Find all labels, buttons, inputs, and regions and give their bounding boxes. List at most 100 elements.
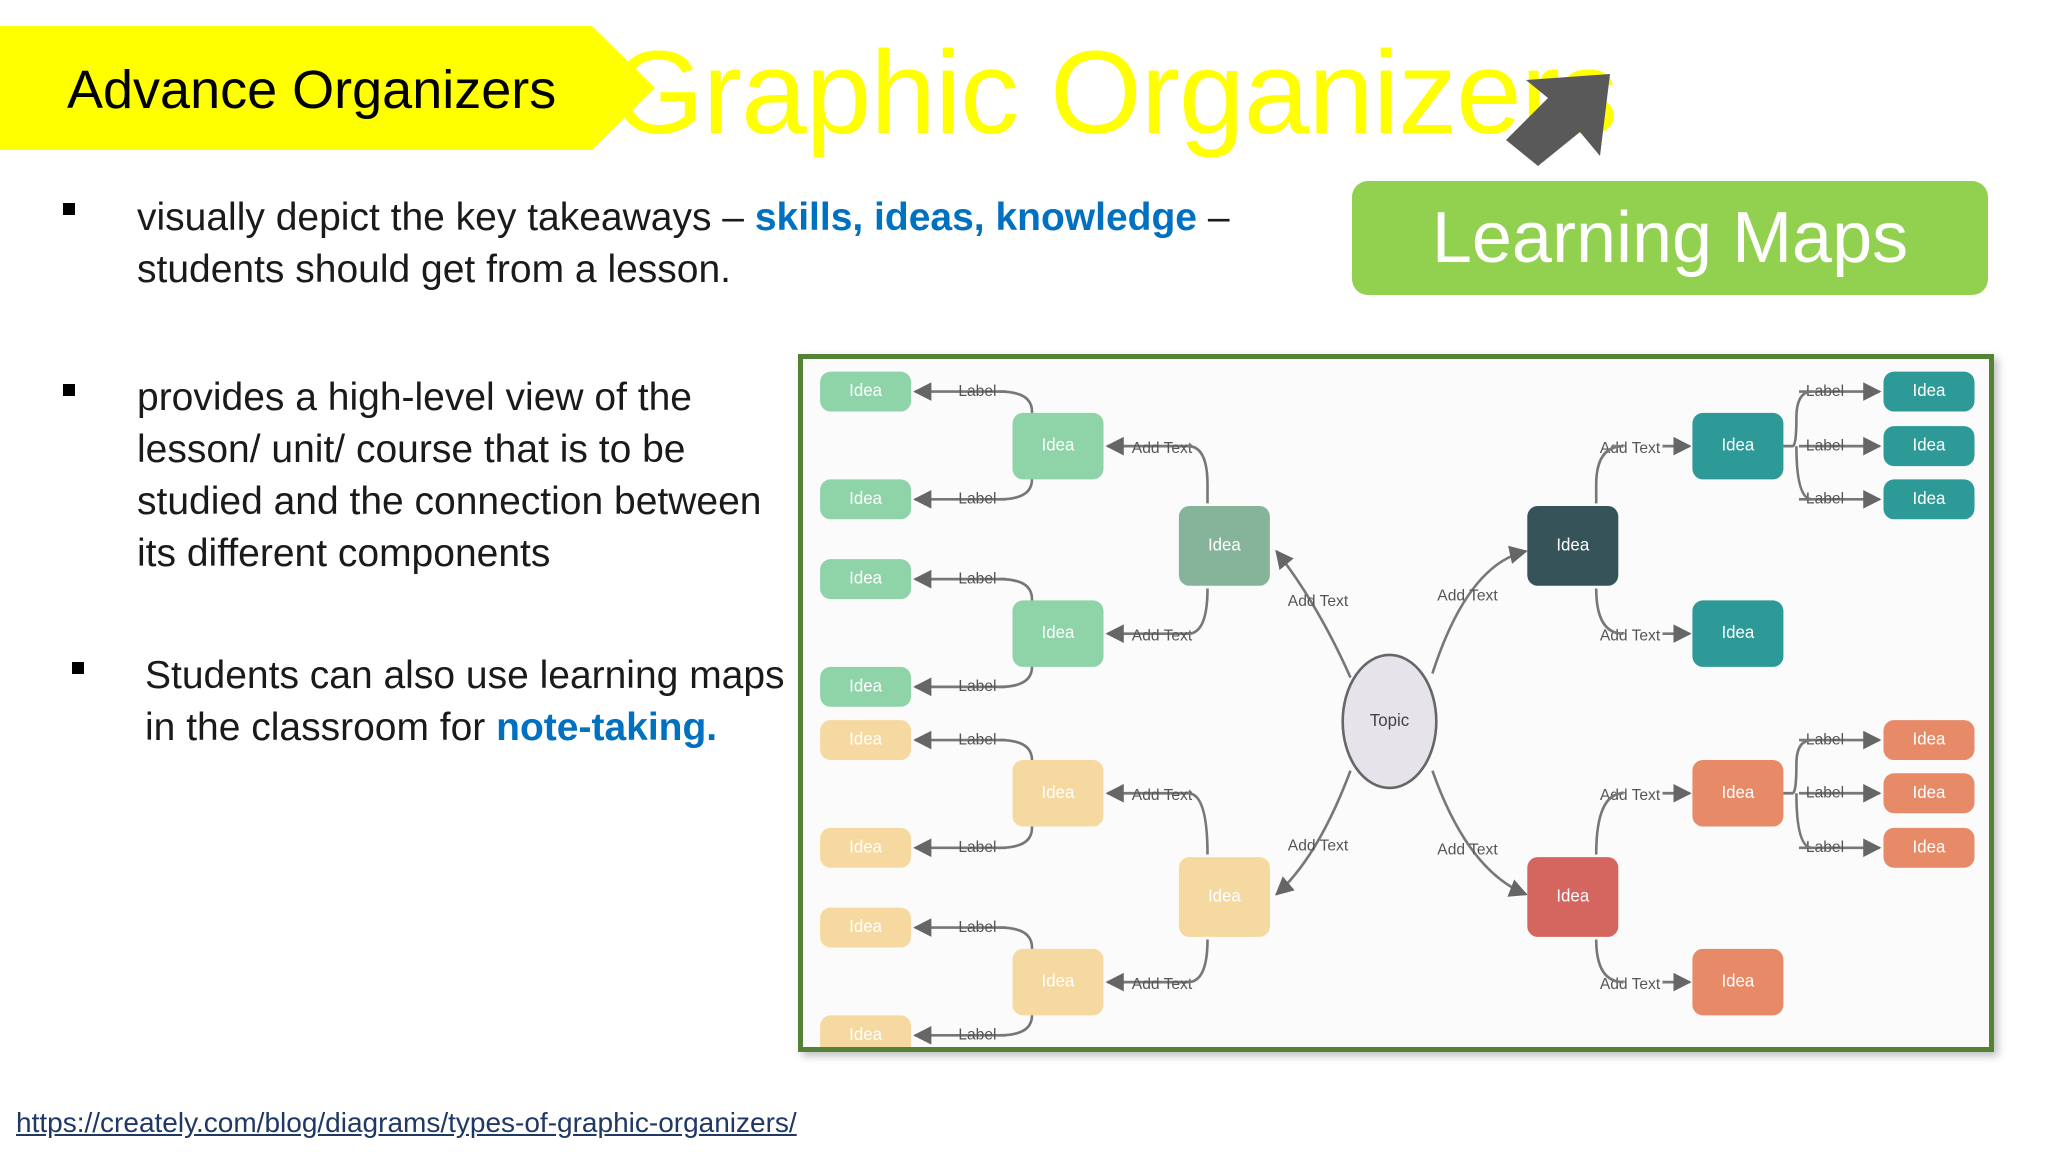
level1-idea <box>1527 505 1619 586</box>
connector-curve <box>1275 549 1352 679</box>
edge-label: Label <box>958 839 996 856</box>
bullet-1-highlight: skills, ideas, knowledge <box>754 196 1197 239</box>
connector-curve <box>1431 770 1528 897</box>
add-text-label: Add Text <box>1437 842 1498 859</box>
edge-label: Label <box>958 1026 996 1043</box>
bullet-3-highlight: note-taking. <box>496 706 718 749</box>
level2-idea <box>1012 760 1104 827</box>
topic-node <box>1341 653 1438 790</box>
bracket <box>1594 791 1624 855</box>
level2-idea <box>1692 600 1784 667</box>
level2-idea-text: Idea <box>1042 623 1075 642</box>
leaf-idea-text: Idea <box>849 837 882 856</box>
level2-idea-text: Idea <box>1721 436 1754 455</box>
leaf-idea <box>820 479 912 520</box>
learning-maps-button[interactable]: Learning Maps <box>1352 181 1988 295</box>
leaf-idea <box>1883 426 1975 467</box>
add-text-label: Add Text <box>1437 587 1498 604</box>
level2-idea-text: Idea <box>1721 972 1754 991</box>
bracket <box>1187 444 1209 504</box>
bullet-2-line-3: studied and the connection between <box>137 480 762 523</box>
level2-idea <box>1692 412 1784 480</box>
advance-organizers-banner <box>0 26 655 150</box>
level2-idea-text: Idea <box>1042 436 1075 455</box>
bracket <box>1187 588 1209 635</box>
level2-idea-text: Idea <box>1721 623 1754 642</box>
edge-label: Label <box>1806 490 1844 507</box>
leaf-idea-text: Idea <box>1913 381 1946 400</box>
add-text-label: Add Text <box>1600 440 1661 457</box>
level1-idea <box>1178 857 1270 937</box>
leaf-idea-text: Idea <box>849 917 882 936</box>
connector-curve <box>1431 545 1528 674</box>
leaf-idea-text: Idea <box>1913 729 1946 748</box>
edge-label: Label <box>1806 437 1844 454</box>
bullet-2-line-4: its different components <box>137 532 551 575</box>
bracket <box>1187 939 1209 984</box>
bracket <box>1187 791 1209 855</box>
leaf-idea-text: Idea <box>849 569 882 588</box>
bullet-2-line-1: provides a high-level view of the <box>137 376 692 419</box>
edge-label: Label <box>958 731 996 748</box>
bullet-marker <box>63 384 75 396</box>
leaf-idea-text: Idea <box>1913 436 1946 455</box>
level2-idea-text: Idea <box>1042 972 1075 991</box>
bullet-marker <box>63 203 75 215</box>
leaf-idea <box>1883 479 1975 520</box>
leaf-idea <box>820 371 912 412</box>
edge-label: Label <box>958 383 996 400</box>
level2-idea-text: Idea <box>1721 783 1754 802</box>
leaf-idea-text: Idea <box>849 676 882 695</box>
add-text-label: Add Text <box>1288 838 1349 855</box>
leaf-idea <box>820 559 912 600</box>
arrow-down-right-icon <box>1506 74 1610 166</box>
edge-label: Label <box>958 570 996 587</box>
edge-label: Label <box>1806 839 1844 856</box>
leaf-idea <box>1883 827 1975 868</box>
level1-idea-text: Idea <box>1208 886 1241 905</box>
level2-idea <box>1012 412 1104 480</box>
bracket <box>1783 390 1813 448</box>
source-link[interactable]: https://creately.com/blog/diagrams/types… <box>16 1107 797 1138</box>
leaf-idea-text: Idea <box>849 381 882 400</box>
bracket <box>1594 444 1624 504</box>
add-text-label: Add Text <box>1600 787 1661 804</box>
bracket <box>1795 446 1813 501</box>
leaf-idea <box>820 827 912 868</box>
level1-idea-text: Idea <box>1556 886 1589 905</box>
bullet-3-line-1: Students can also use learning maps <box>145 654 785 697</box>
leaf-idea <box>1883 720 1975 761</box>
add-text-label: Add Text <box>1132 976 1193 993</box>
leaf-idea <box>820 1015 912 1047</box>
bullet-1-dash: – <box>1197 196 1230 239</box>
level1-idea-text: Idea <box>1556 535 1589 554</box>
level1-idea <box>1178 505 1270 586</box>
level1-idea <box>1527 857 1619 937</box>
level2-idea <box>1012 600 1104 667</box>
connector-curve <box>1275 770 1352 896</box>
add-text-label: Add Text <box>1132 787 1193 804</box>
bullet-3-text: in the classroom for <box>145 706 497 749</box>
level2-idea <box>1692 948 1784 1016</box>
level2-idea-text: Idea <box>1042 783 1075 802</box>
add-text-label: Add Text <box>1132 440 1193 457</box>
bracket <box>1594 588 1624 635</box>
leaf-idea-text: Idea <box>1913 489 1946 508</box>
leaf-idea <box>820 907 912 948</box>
bullet-2-line-2: lesson/ unit/ course that is to be <box>137 428 686 471</box>
level1-idea-text: Idea <box>1208 535 1241 554</box>
edge-label: Label <box>958 678 996 695</box>
leaf-idea-text: Idea <box>849 1025 882 1044</box>
bullet-1-line-1: visually depict the key takeaways – skil… <box>137 192 1230 244</box>
edge-label: Label <box>1806 784 1844 801</box>
bracket <box>1795 793 1813 850</box>
leaf-idea-text: Idea <box>1913 837 1946 856</box>
bullet-1-line-2: students should get from a lesson. <box>137 248 732 291</box>
edge-label: Label <box>958 490 996 507</box>
leaf-idea-text: Idea <box>849 489 882 508</box>
level2-idea <box>1692 760 1784 827</box>
